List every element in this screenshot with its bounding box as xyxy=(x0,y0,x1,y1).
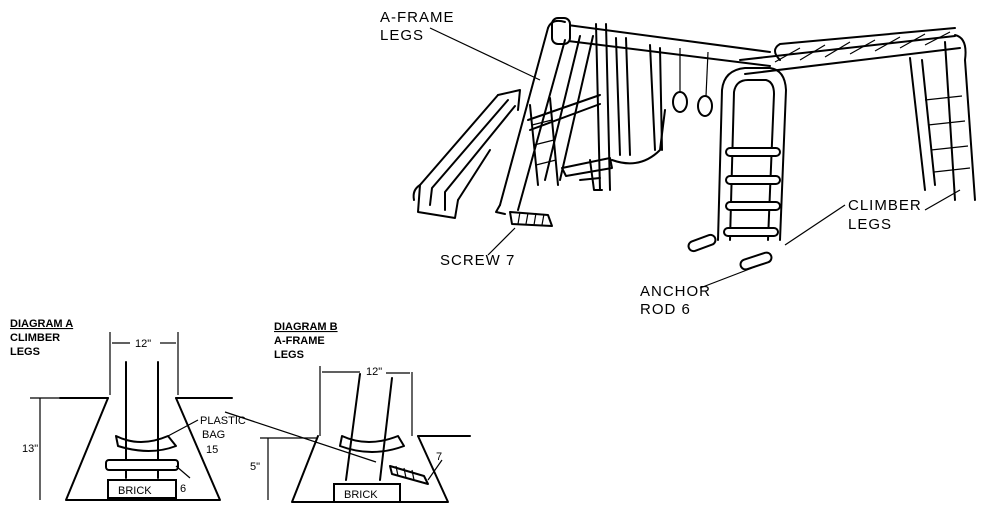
a-frame-leader xyxy=(429,27,541,81)
anchor-leader xyxy=(699,264,761,289)
diagram-a-bag-line1: PLASTIC xyxy=(200,415,246,427)
diagram-b-subtitle-line1: A-FRAME xyxy=(274,335,325,347)
diagram-a-width: 12" xyxy=(135,338,151,350)
trapeze-rings xyxy=(672,48,713,117)
diagram-b: DIAGRAM B A-FRAME LEGS 12" 5" BRICK 7 xyxy=(224,321,471,503)
diagram-a: DIAGRAM A CLIMBER LEGS 12" 13" BRICK 6 P… xyxy=(10,318,246,501)
diagram-a-brick: BRICK xyxy=(118,485,152,497)
diagram-a-bag-num: 15 xyxy=(206,444,218,456)
diagram-a-subtitle-line1: CLIMBER xyxy=(10,332,60,344)
a-frame-label-line2: LEGS xyxy=(380,27,424,44)
screw-label: SCREW 7 xyxy=(440,252,515,269)
diagram-b-subtitle-line2: LEGS xyxy=(274,349,304,361)
diagram-a-title: DIAGRAM A xyxy=(10,318,73,330)
climber-leader-rear xyxy=(924,189,961,211)
diagram-a-subtitle-line2: LEGS xyxy=(10,346,40,358)
diagram-b-brick: BRICK xyxy=(344,489,378,501)
screw-leader xyxy=(487,227,516,256)
anchor-label-line1: ANCHOR xyxy=(640,283,711,300)
anchor-label-line2: ROD 6 xyxy=(640,301,691,318)
diagram-a-bag-line2: BAG xyxy=(202,429,225,441)
diagram-b-width: 12" xyxy=(366,366,382,378)
diagram-b-title: DIAGRAM B xyxy=(274,321,338,333)
diagram-b-depth: 5" xyxy=(250,461,260,473)
diagram-a-part: 6 xyxy=(180,483,186,495)
climber-label-line2: LEGS xyxy=(848,216,892,233)
a-frame-legs xyxy=(495,19,601,215)
screw-part xyxy=(509,211,553,227)
diagram-b-part: 7 xyxy=(436,451,442,463)
swing-top-beam xyxy=(551,17,771,67)
a-frame-label-line1: A-FRAME xyxy=(380,9,455,26)
diagram-a-depth: 13" xyxy=(22,443,38,455)
climber-label-line1: CLIMBER xyxy=(848,197,922,214)
climber-frame xyxy=(687,27,976,271)
playset-illustration xyxy=(412,17,976,289)
rear-ladder xyxy=(529,97,559,186)
climber-leader-front xyxy=(784,204,846,246)
slide xyxy=(412,89,521,219)
swings xyxy=(561,23,666,191)
